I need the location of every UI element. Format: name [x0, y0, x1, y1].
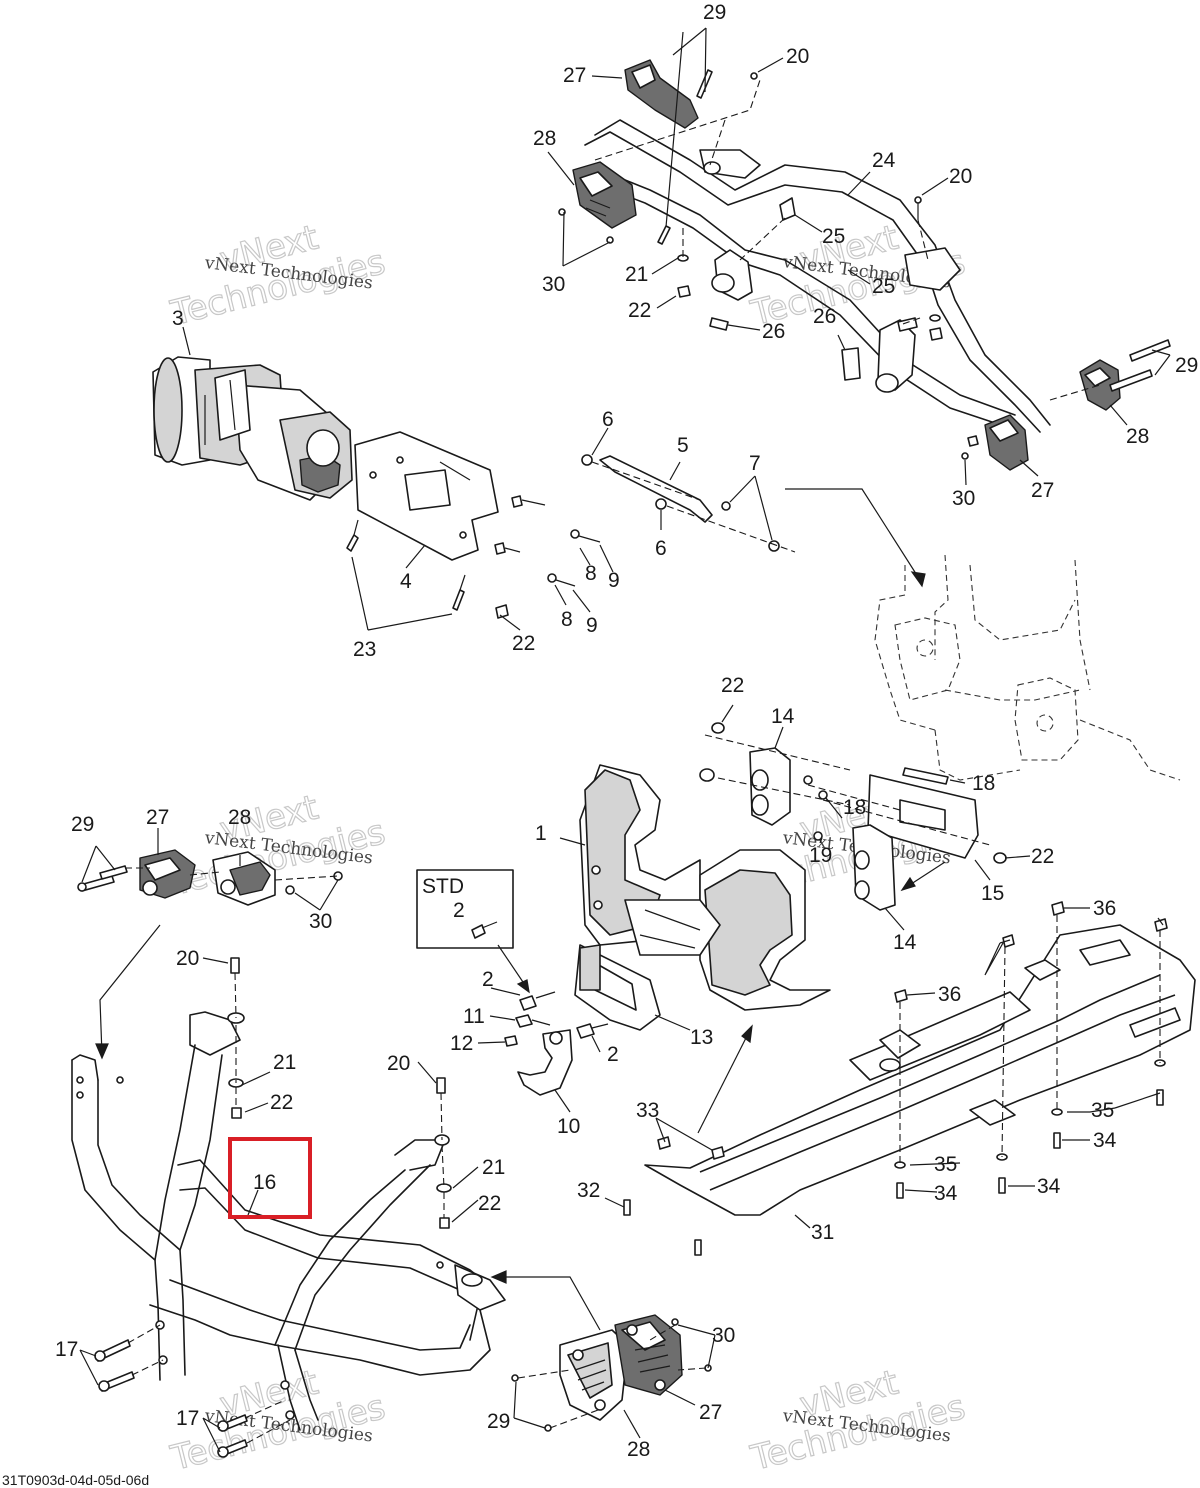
callout-27: 27	[563, 64, 586, 87]
callout-21: 21	[273, 1051, 296, 1074]
callout-34: 34	[1093, 1129, 1117, 1152]
callout-19: 19	[809, 844, 832, 867]
tube-clamp-mid-left	[77, 849, 343, 906]
front-bumper-upper-assembly	[584, 119, 1051, 433]
callout-29: 29	[487, 1410, 510, 1433]
callout-2: 2	[607, 1043, 619, 1066]
callout-4: 4	[400, 570, 412, 593]
callout-1: 1	[535, 822, 547, 845]
callout-29: 29	[703, 1, 726, 24]
callout-21: 21	[625, 263, 648, 286]
callout-30: 30	[952, 487, 975, 510]
callout-7: 7	[749, 452, 761, 475]
std-box: STD 2	[416, 869, 514, 949]
callout-10: 10	[557, 1115, 580, 1138]
callout-22: 22	[478, 1192, 501, 1215]
callout-8: 8	[561, 608, 573, 631]
callout-22: 22	[512, 632, 535, 655]
callout-13: 13	[690, 1026, 713, 1049]
diagram-reference-code: 31T0903d-04d-05d-06d	[2, 1472, 149, 1488]
callout-27: 27	[699, 1401, 722, 1424]
callout-34: 34	[1037, 1175, 1061, 1198]
tube-clamp-bottom	[511, 1314, 712, 1432]
callout-35: 35	[1091, 1099, 1114, 1122]
callout-20: 20	[949, 165, 972, 188]
fasteners-top	[558, 31, 1171, 460]
callout-33: 33	[636, 1099, 659, 1122]
callout-22: 22	[628, 299, 651, 322]
callout-14: 14	[893, 931, 917, 954]
callout-6: 6	[655, 537, 667, 560]
callout-22: 22	[1031, 845, 1054, 868]
callout-14: 14	[771, 705, 795, 728]
callout-6: 6	[602, 408, 614, 431]
callout-28: 28	[228, 806, 251, 829]
callout-22: 22	[270, 1091, 293, 1114]
callout-36: 36	[1093, 897, 1116, 920]
callout-28: 28	[1126, 425, 1149, 448]
callout-20: 20	[786, 45, 809, 68]
center-front-bumper	[574, 764, 831, 1031]
callout-17: 17	[55, 1338, 78, 1361]
callout-27: 27	[146, 806, 169, 829]
callout-21: 21	[482, 1156, 505, 1179]
callout-35: 35	[934, 1153, 957, 1176]
watermark-stamp: vNext Technologies	[166, 787, 390, 905]
callout-labels: 29 27 20 28 24 20 25 21 22 30 25 26 26 2…	[55, 1, 1198, 1461]
callout-31: 31	[811, 1221, 834, 1244]
callout-24: 24	[872, 149, 896, 172]
std-title: STD	[422, 875, 464, 898]
callout-32: 32	[577, 1179, 600, 1202]
callout-11: 11	[463, 1005, 485, 1028]
callout-18: 18	[843, 796, 866, 819]
bumper-side-brackets	[699, 722, 1007, 911]
callout-5: 5	[677, 434, 689, 457]
vehicle-frame-ghost	[874, 554, 1181, 781]
callout-30: 30	[542, 273, 565, 296]
callout-23: 23	[353, 638, 376, 661]
highlight-box	[228, 1137, 312, 1219]
callout-16: 16	[253, 1171, 276, 1194]
callout-22: 22	[721, 674, 744, 697]
callout-28: 28	[627, 1438, 650, 1461]
callout-29: 29	[1175, 354, 1198, 377]
callout-29: 29	[71, 813, 94, 836]
callout-20: 20	[176, 947, 199, 970]
callout-2: 2	[482, 968, 494, 991]
callout-12: 12	[450, 1032, 473, 1055]
leader-lines	[79, 27, 1171, 1453]
callout-3: 3	[172, 307, 184, 330]
front-bumper-lower-assembly	[71, 1011, 506, 1431]
front-skid-plate	[623, 901, 1196, 1256]
tube-clamp-top-right	[984, 359, 1121, 471]
std-part-number: 2	[453, 899, 465, 922]
callout-25: 25	[822, 225, 845, 248]
fasteners-lower	[94, 957, 452, 1458]
callout-9: 9	[608, 569, 620, 592]
callout-28: 28	[533, 127, 556, 150]
callout-9: 9	[586, 614, 598, 637]
callout-26: 26	[762, 320, 785, 343]
callout-18: 18	[972, 772, 995, 795]
flow-arrows	[95, 488, 946, 1331]
hook-and-pin	[504, 991, 609, 1096]
callout-36: 36	[938, 983, 961, 1006]
callout-30: 30	[309, 910, 332, 933]
tube-clamp-top-left	[572, 59, 699, 229]
callout-17: 17	[176, 1407, 199, 1430]
winch-bracket	[581, 454, 796, 553]
winch-assembly	[152, 356, 601, 619]
callout-25: 25	[872, 275, 895, 298]
callout-26: 26	[813, 305, 836, 328]
callout-27: 27	[1031, 479, 1054, 502]
callout-20: 20	[387, 1052, 410, 1075]
callout-34: 34	[934, 1182, 958, 1205]
callout-30: 30	[712, 1324, 735, 1347]
callout-15: 15	[981, 882, 1004, 905]
callout-8: 8	[585, 562, 597, 585]
